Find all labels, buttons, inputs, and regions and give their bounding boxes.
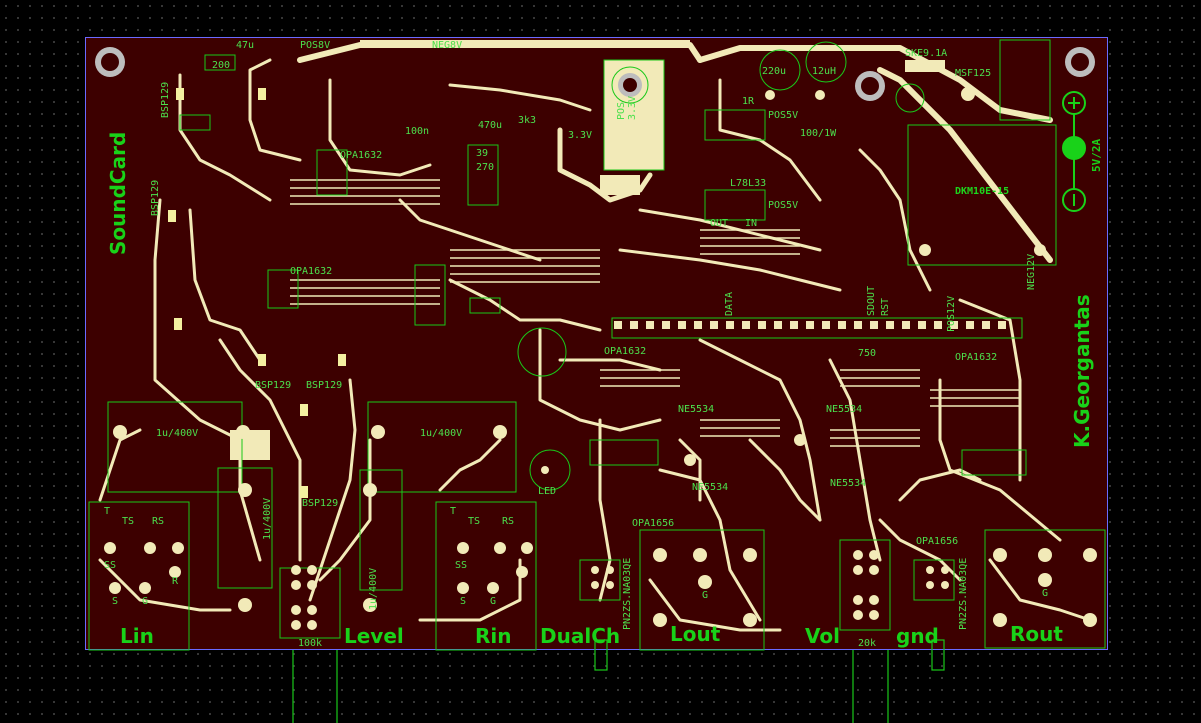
label-bsp-c: BSP129 — [302, 498, 339, 509]
label-opa1656-b: OPA1656 — [916, 536, 959, 547]
label-3k3: 3k3 — [518, 115, 537, 126]
label-cap-1u400-d: 1u/400V — [368, 567, 379, 610]
jack-rin-s: S — [460, 596, 467, 607]
label-opa1632-b: OPA1632 — [290, 266, 333, 277]
label-led: LED — [538, 486, 557, 497]
label-ne5534-b: NE5534 — [692, 482, 729, 493]
label-neg12v: NEG12V — [1026, 253, 1037, 290]
label-bsp-b: BSP129 — [306, 380, 343, 391]
connector-lin: Lin — [120, 624, 154, 648]
label-bsp-a: BSP129 — [255, 380, 292, 391]
label-pos12v: POS12V — [946, 295, 957, 332]
jack-lin-rs: RS — [152, 516, 165, 527]
label-c220u: 220u — [762, 66, 787, 77]
label-opa1632-c: OPA1632 — [604, 346, 647, 357]
label-bsp-e: BSP129 — [150, 179, 161, 216]
connector-dualch: DualCh — [540, 624, 621, 648]
jack-lin-t: T — [104, 506, 111, 517]
connector-vol: Vol — [805, 624, 840, 648]
label-data: DATA — [724, 291, 735, 316]
label-r1r: 1R — [742, 96, 755, 107]
jack-lin-s: S — [112, 596, 119, 607]
label-r270: 270 — [476, 162, 495, 173]
author-label: K.Georgantas — [1070, 294, 1094, 448]
label-opa1632-a: OPA1632 — [340, 150, 383, 161]
label-r39: 39 — [476, 148, 489, 159]
jack-lin-r: R — [172, 576, 179, 587]
label-pos33: POS 3.3V — [616, 95, 638, 120]
label-c470u: 470u — [478, 120, 503, 131]
board-title: SoundCard — [106, 131, 130, 255]
label-33v: 3.3V — [568, 130, 593, 141]
label-neg8v: NEG8V — [432, 40, 463, 51]
jack-lin-ts: TS — [122, 516, 135, 527]
jack-rin-rs: RS — [502, 516, 515, 527]
label-r750: 750 — [858, 348, 877, 359]
label-in: IN — [745, 218, 758, 229]
label-opa1656-a: OPA1656 — [632, 518, 675, 529]
power-label: 5V/2A — [1090, 138, 1103, 172]
label-100n: 100n — [405, 126, 430, 137]
label-20k: 20k — [858, 638, 877, 649]
label-cap-1u400-b: 1u/400V — [420, 428, 463, 439]
label-c12uh: 12uH — [812, 66, 837, 77]
label-rst: RST — [880, 297, 891, 316]
label-pn-b: PN2ZS.NA03QE — [958, 557, 969, 630]
jack-lout-g: G — [702, 590, 709, 601]
label-pos5v-b: POS5V — [768, 200, 799, 211]
label-ne5534-c: NE5534 — [826, 404, 863, 415]
label-c100-1w: 100/1W — [800, 128, 837, 139]
label-r200: 200 — [212, 60, 231, 71]
label-pn-a: PN2ZS.NA03QE — [622, 557, 633, 630]
label-cap-1u400-c: 1u/400V — [262, 497, 273, 540]
label-opa1632-d: OPA1632 — [955, 352, 998, 363]
connector-gnd: gnd — [896, 624, 939, 648]
label-bsp-d: BSP129 — [160, 81, 171, 118]
connector-rout: Rout — [1010, 622, 1063, 646]
label-msf: MSF125 — [955, 68, 992, 79]
label-l78: L78L33 — [730, 178, 767, 189]
jack-rin-g: G — [490, 596, 497, 607]
jack-rout-g: G — [1042, 588, 1049, 599]
label-ne5534-d: NE5534 — [830, 478, 867, 489]
jack-rin-t: T — [450, 506, 457, 517]
label-ske: SKE9.1A — [905, 48, 948, 59]
label-47u: 47u — [236, 40, 255, 51]
jack-rin-ts: TS — [468, 516, 481, 527]
connector-lout: Lout — [670, 622, 721, 646]
jack-rin-ss: SS — [455, 560, 468, 571]
label-pos5v-a: POS5V — [768, 110, 799, 121]
connector-level: Level — [344, 624, 404, 648]
label-100k: 100k — [298, 638, 323, 649]
label-ne5534-a: NE5534 — [678, 404, 715, 415]
label-dkm: DKM10E-15 — [955, 186, 1010, 197]
jack-lin-ss: SS — [104, 560, 117, 571]
label-pos8v: POS8V — [300, 40, 331, 51]
connector-rin: Rin — [475, 624, 512, 648]
label-cap-1u400-a: 1u/400V — [156, 428, 199, 439]
label-sdout: SDOUT — [866, 285, 877, 316]
jack-lin-g: G — [142, 596, 149, 607]
label-out: OUT — [710, 218, 729, 229]
